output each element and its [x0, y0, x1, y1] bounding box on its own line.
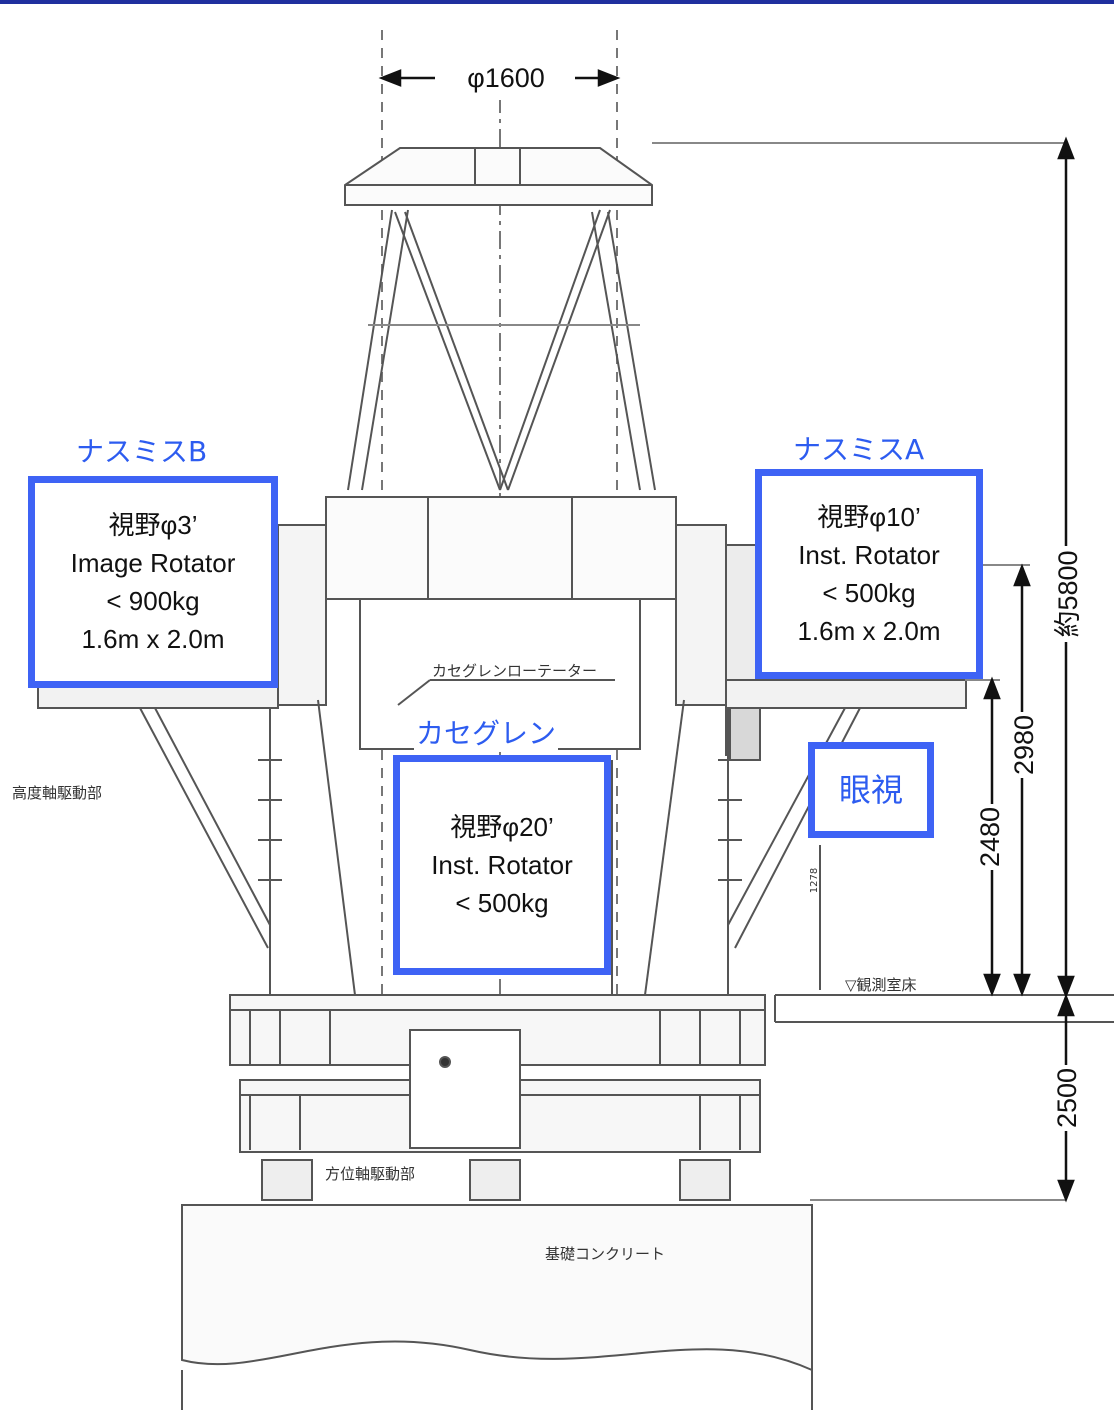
foundation-caption: 基礎コンクリート — [545, 1245, 666, 1263]
nasmyth-b-line-2: Image Rotator — [70, 548, 236, 578]
altitude-drive-caption: 高度軸駆動部 — [12, 784, 103, 802]
nasmyth-a-line-1: 視野φ10’ — [817, 502, 921, 532]
nasmyth-a-line-4: 1.6m x 2.0m — [797, 616, 941, 646]
nasmyth-a-box: 視野φ10’ Inst. Rotator < 500kg 1.6m x 2.0m — [755, 469, 983, 679]
eye-view-label: 眼視 — [838, 771, 903, 809]
nasmyth-a-line-3: < 500kg — [822, 578, 916, 608]
nasmyth-b-box: 視野φ3’ Image Rotator < 900kg 1.6m x 2.0m — [28, 476, 278, 688]
total-height-label: 約5800 — [1048, 546, 1088, 642]
cassegrain-box: 視野φ20’ Inst. Rotator < 500kg — [393, 755, 611, 975]
floor-caption: ▽観測室床 — [845, 976, 917, 994]
small-dimension-caption: 1278 — [809, 867, 821, 894]
nasmyth-a-title: ナスミスA — [793, 433, 925, 466]
nasmyth-b-line-3: < 900kg — [106, 586, 200, 616]
top-border — [0, 0, 1114, 4]
pier-height-label: 2500 — [1048, 1065, 1086, 1131]
nasmyth-b-line-1: 視野φ3’ — [108, 510, 198, 540]
nasmyth-a-line-2: Inst. Rotator — [798, 540, 940, 570]
cassegrain-line-2: Inst. Rotator — [431, 850, 573, 880]
top-diameter-label: φ1600 — [438, 56, 574, 100]
nasmyth-a-height-label: 2980 — [1006, 712, 1042, 778]
cassegrain-line-3: < 500kg — [455, 888, 549, 918]
eye-view-box: 眼視 — [808, 742, 934, 838]
nasmyth-b-title: ナスミスB — [76, 435, 208, 468]
cassegrain-line-1: 視野φ20’ — [450, 812, 554, 842]
cassegrain-title: カセグレン — [414, 712, 559, 752]
cassegrain-rotator-caption: カセグレンローテーター — [432, 662, 598, 680]
nasmyth-b-height-label: 2480 — [972, 804, 1008, 870]
nasmyth-b-line-4: 1.6m x 2.0m — [81, 624, 225, 654]
azimuth-drive-caption: 方位軸駆動部 — [325, 1165, 416, 1183]
